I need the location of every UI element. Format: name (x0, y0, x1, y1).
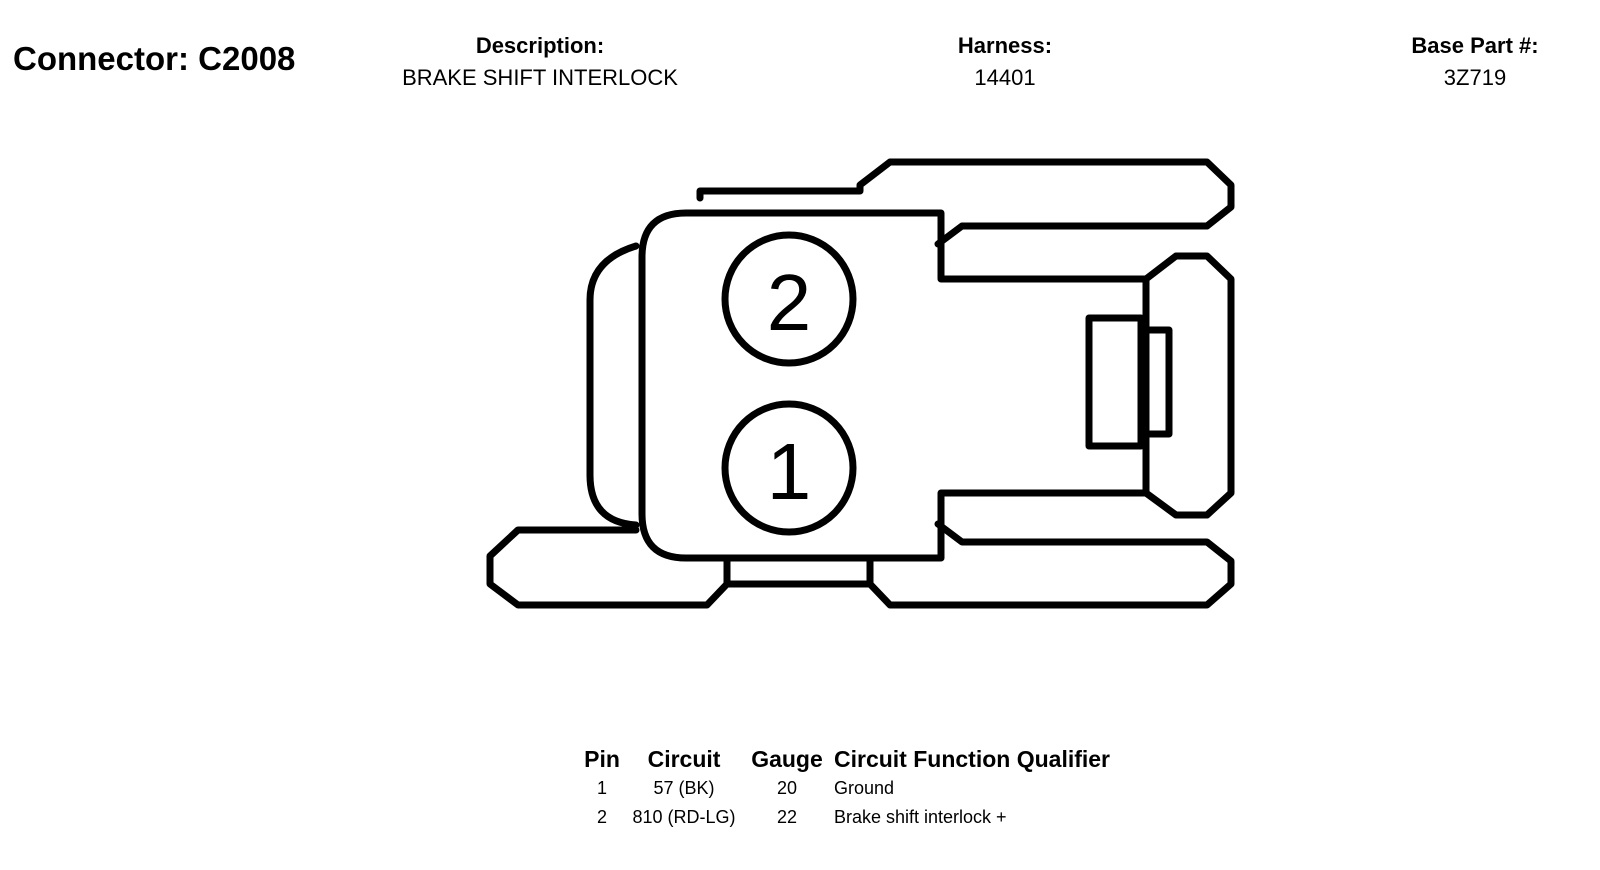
pin-cavity-1 (721, 400, 857, 536)
row-gauge: 22 (776, 807, 798, 827)
connector-header: Connector: C2008 Description: BRAKE SHIF… (0, 0, 1600, 110)
harness-block: Harness: 14401 (940, 31, 1070, 95)
pin-label-2: 2 (767, 258, 812, 347)
table-row: 1 57 (BK) 20 Ground (580, 774, 1110, 803)
header-pin: Pin (584, 745, 620, 772)
harness-label: Harness: (957, 33, 1053, 58)
base-part-value: 3Z719 (1443, 65, 1507, 90)
row-function: Brake shift interlock + (834, 807, 1007, 827)
harness-value: 14401 (974, 65, 1036, 90)
bottom-latch-arm (866, 520, 1235, 609)
base-part-block: Base Part #: 3Z719 (1400, 31, 1550, 95)
top-latch-arm (696, 158, 1235, 248)
header-function: Circuit Function Qualifier (834, 745, 1111, 772)
description-label: Description: (475, 33, 605, 58)
header-gauge: Gauge (751, 745, 823, 772)
description-block: Description: BRAKE SHIFT INTERLOCK (380, 31, 700, 95)
right-lock-tab-inner (1137, 326, 1173, 438)
table-row: 2 810 (RD-LG) 22 Brake shift interlock + (580, 803, 1110, 832)
description-value: BRAKE SHIFT INTERLOCK (402, 65, 678, 90)
connector-title: Connector: C2008 (13, 40, 296, 77)
row-pin: 1 (596, 778, 607, 798)
right-lock-profile (1142, 252, 1235, 519)
row-function: Ground (834, 778, 895, 798)
row-circuit: 810 (RD-LG) (632, 807, 736, 827)
housing-body (638, 209, 1150, 562)
bottom-left-key (486, 526, 731, 609)
pin-table-header-row: Pin Circuit Gauge Circuit Function Quali… (580, 744, 1110, 774)
row-circuit: 57 (BK) (653, 778, 715, 798)
header-circuit: Circuit (647, 745, 721, 772)
pin-label-1: 1 (767, 427, 812, 516)
left-end-cap (586, 242, 640, 529)
base-part-label: Base Part #: (1411, 33, 1539, 58)
row-pin: 2 (596, 807, 607, 827)
right-lock-tab-outer (1085, 314, 1145, 450)
pin-table: Pin Circuit Gauge Circuit Function Quali… (580, 744, 1110, 832)
pin-cavity-2 (721, 231, 857, 367)
row-gauge: 20 (776, 778, 798, 798)
bottom-center-slot (723, 554, 874, 588)
